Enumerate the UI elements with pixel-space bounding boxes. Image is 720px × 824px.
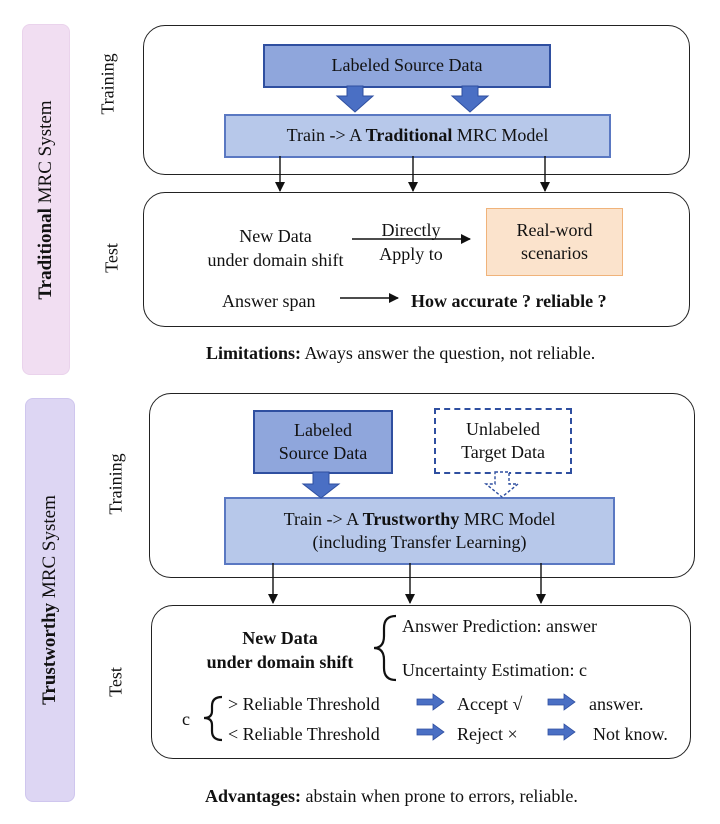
top-model-box: Train -> A Traditional MRC Model	[224, 114, 611, 158]
reject-result-text: Not know.	[593, 724, 668, 744]
accept-threshold-text: > Reliable Threshold	[228, 694, 380, 714]
reject-threshold-text: < Reliable Threshold	[228, 724, 380, 744]
reject-arrow-1	[416, 723, 445, 741]
uncertainty-estimation-text: Uncertainty Estimation: c	[402, 660, 587, 680]
accept-arrow-2	[547, 693, 576, 711]
top-source-arrow-right	[450, 85, 490, 113]
accept-result-text: answer.	[589, 694, 644, 714]
bottom-model-box: Train -> A Trustworthy MRC Model(includi…	[224, 497, 615, 565]
advantages-text: Advantages: abstain when prone to errors…	[205, 786, 578, 806]
bottom-target-arrow	[484, 471, 520, 498]
top-source-arrow-left	[335, 85, 375, 113]
limitations-text: Limitations: Aways answer the question, …	[206, 343, 596, 363]
top-labeled-source-box: Labeled Source Data	[263, 44, 551, 88]
threshold-brace	[203, 695, 223, 742]
trustworthy-sidebar: Trustworthy MRC System	[25, 398, 75, 802]
answer-prediction-text: Answer Prediction: answer	[402, 616, 597, 636]
reliability-question-text: How accurate ? reliable ?	[411, 291, 607, 311]
bottom-source-arrow	[301, 471, 341, 499]
answer-span-text: Answer span	[222, 291, 316, 311]
reject-arrow-2	[547, 723, 576, 741]
prediction-brace	[373, 614, 397, 682]
traditional-sidebar: Traditional MRC System	[22, 24, 70, 375]
accept-arrow-1	[416, 693, 445, 711]
c-label: c	[182, 709, 190, 729]
accept-action-text: Accept √	[457, 694, 523, 714]
reject-action-text: Reject ×	[457, 724, 518, 744]
